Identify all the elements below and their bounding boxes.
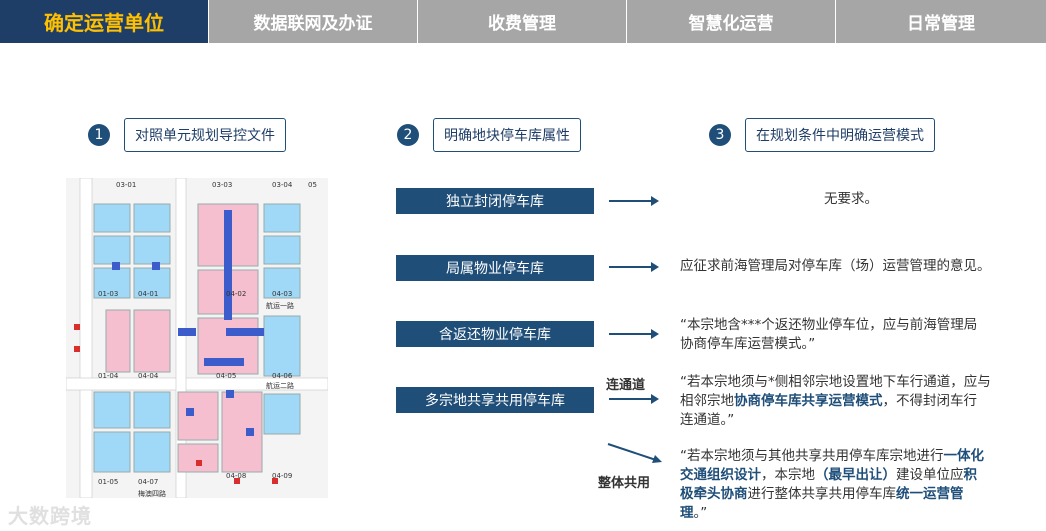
step-title: 明确地块停车库属性 <box>433 118 581 152</box>
parcel-label: 04-05 <box>216 372 236 380</box>
parcel-label: 03-03 <box>212 181 232 189</box>
parcel-label: 04-06 <box>272 372 293 380</box>
parcel-label: 03-01 <box>116 181 136 189</box>
parcel-label: 01-04 <box>98 372 119 380</box>
requirement-line: 极牵头协商进行整体共享共用停车库统一运营管 <box>680 486 964 502</box>
garage-type-returned: 含返还物业停车库 <box>396 321 594 347</box>
step-3: 3 在规划条件中明确运营模式 <box>709 118 935 152</box>
tab-data-networking[interactable]: 数据联网及办证 <box>209 0 418 43</box>
parcel-label: 05 <box>308 181 317 189</box>
parcel-label: 01-03 <box>98 290 118 298</box>
step-number: 2 <box>397 124 419 146</box>
diagonal-arrow-icon <box>607 443 662 463</box>
watermark: 大数跨境 <box>8 504 92 528</box>
requirement-line: 相邻宗地协商停车库共享运营模式，不得封闭车行 <box>680 393 977 409</box>
whole-shared-tag: 整体共用 <box>598 476 651 491</box>
parcel-label: 01-05 <box>98 478 118 486</box>
requirement-line: 协商停车库运营模式。” <box>680 336 816 352</box>
garage-requirement: 无要求。 <box>824 191 878 207</box>
parcel-label: 04-02 <box>226 290 246 298</box>
garage-requirement: “本宗地含***个返还物业停车位，应与前海管理局 协商停车库运营模式。” <box>680 316 1032 354</box>
requirement-line: 理。” <box>680 505 708 521</box>
requirement-line: 连通道。” <box>680 412 735 428</box>
parcel-label: 04-01 <box>138 290 158 298</box>
garage-requirement: 应征求前海管理局对停车库（场）运营管理的意见。 <box>680 258 991 274</box>
step-title: 在规划条件中明确运营模式 <box>745 118 935 152</box>
step-1: 1 对照单元规划导控文件 <box>88 118 286 152</box>
step-2: 2 明确地块停车库属性 <box>397 118 581 152</box>
arrow-icon <box>609 196 659 206</box>
parcel-label: 03-04 <box>272 181 293 189</box>
tab-smart-operation[interactable]: 智慧化运营 <box>627 0 836 43</box>
arrow-icon <box>609 262 659 272</box>
requirement-line: 交通组织设计，本宗地（最早出让）建设单位应积 <box>680 467 977 483</box>
garage-requirement: “若本宗地须与*侧相邻宗地设置地下车行通道，应与 相邻宗地协商停车库共享运营模式… <box>680 373 1036 430</box>
tab-bar: 确定运营单位 数据联网及办证 收费管理 智慧化运营 日常管理 <box>0 0 1046 43</box>
requirement-line: “若本宗地须与其他共享共用停车库宗地进行一体化 <box>680 448 984 464</box>
garage-type-shared: 多宗地共享共用停车库 <box>396 387 594 413</box>
road-label: 梅澳四路 <box>138 489 166 498</box>
road-label: 航运一路 <box>266 301 294 310</box>
arrow-icon <box>609 329 659 339</box>
parcel-label: 04-09 <box>272 472 292 480</box>
road-label: 航运二路 <box>266 381 294 390</box>
step-number: 1 <box>88 124 110 146</box>
arrow-icon <box>609 394 659 404</box>
step-number: 3 <box>709 124 731 146</box>
connection-tag: 连通道 <box>606 378 646 393</box>
unit-plan-map: 03-01 03-03 03-04 05 01-03 04-01 04-02 0… <box>66 178 328 498</box>
parcel-label: 04-08 <box>226 472 246 480</box>
tab-daily-management[interactable]: 日常管理 <box>836 0 1046 43</box>
parcel-label: 04-03 <box>272 290 292 298</box>
garage-type-independent: 独立封闭停车库 <box>396 188 594 214</box>
step-title: 对照单元规划导控文件 <box>124 118 286 152</box>
tab-determine-operator[interactable]: 确定运营单位 <box>0 0 209 43</box>
requirement-line: “本宗地含***个返还物业停车位，应与前海管理局 <box>680 317 978 333</box>
tab-fee-management[interactable]: 收费管理 <box>418 0 627 43</box>
parcel-label: 04-04 <box>138 372 159 380</box>
garage-type-bureau: 局属物业停车库 <box>396 255 594 281</box>
parcel-label: 04-07 <box>138 478 158 486</box>
requirement-line: “若本宗地须与*侧相邻宗地设置地下车行通道，应与 <box>680 374 991 390</box>
garage-requirement: “若本宗地须与其他共享共用停车库宗地进行一体化 交通组织设计，本宗地（最早出让）… <box>680 447 1030 523</box>
